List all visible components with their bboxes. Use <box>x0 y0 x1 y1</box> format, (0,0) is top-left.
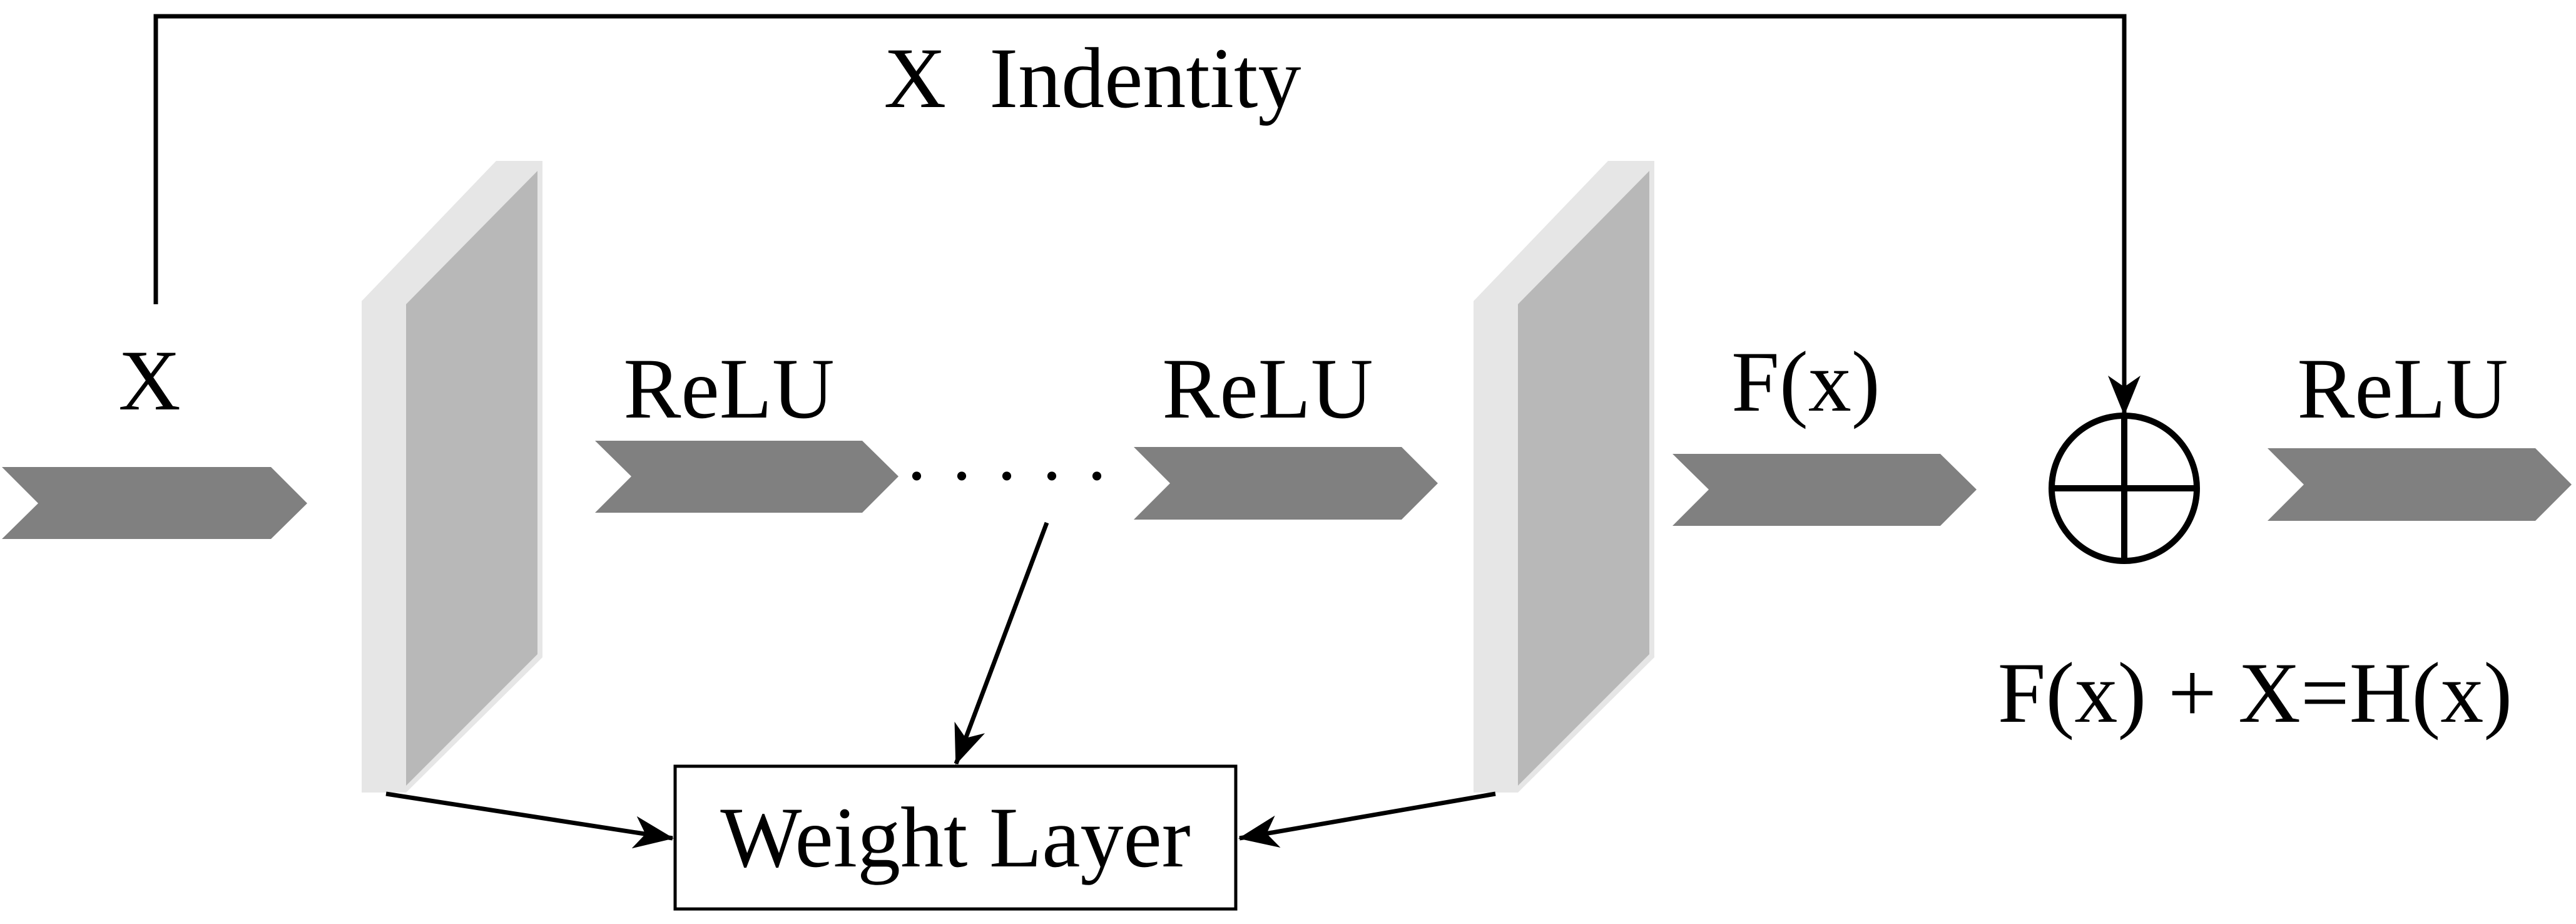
slab-2-face <box>1518 171 1649 786</box>
slab-2-to-weight-layer-arrow <box>1238 791 1496 848</box>
input-arrow <box>2 467 307 539</box>
relu-label-3: ReLU <box>2297 341 2508 436</box>
identity-skip-connection <box>153 14 2141 416</box>
relu-arrow-2 <box>1134 447 1438 520</box>
fx-arrow <box>1672 454 1977 526</box>
weight-layer-slab-1 <box>362 161 542 793</box>
output-relu-arrow <box>2268 448 2572 521</box>
dots-to-weight-layer-arrow <box>954 521 1049 765</box>
slab-1-to-weight-layer-arrow <box>385 791 674 849</box>
weight-layer-slab-2 <box>1474 161 1654 793</box>
relu-label-1: ReLU <box>623 341 834 436</box>
weight-layer-label: Weight Layer <box>720 789 1190 885</box>
identity-label: X Indentity <box>884 30 1301 126</box>
relu-arrow-1 <box>595 441 899 513</box>
ellipsis-dots: ..... <box>907 413 1133 496</box>
weight-layer-box <box>673 764 1238 911</box>
relu-label-2: ReLU <box>1162 341 1373 436</box>
slab-1-face <box>406 171 537 786</box>
sum-formula-label: F(x) + X=H(x) <box>1998 645 2513 741</box>
input-x-label: X <box>118 332 181 428</box>
circled-plus-icon <box>2049 413 2200 564</box>
fx-label: F(x) <box>1731 334 1880 429</box>
